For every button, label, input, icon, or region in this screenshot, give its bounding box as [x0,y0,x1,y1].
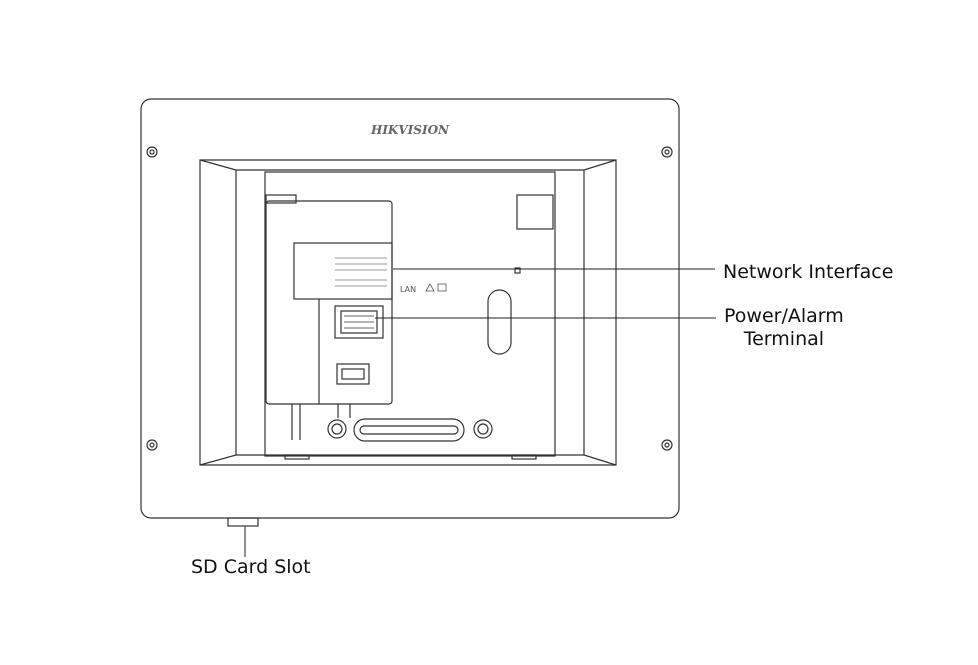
brand-logo: HIKVISION [370,123,450,137]
connector-module [265,194,393,440]
power-alarm-label-line2: Terminal [743,328,825,350]
sd-card-slot-label: SD Card Slot [191,556,311,578]
bottom-slot [353,418,465,442]
network-interface-label: Network Interface [723,261,894,283]
mounting-screws [146,146,673,451]
top-right-block [516,194,554,230]
power-alarm-terminal-label: Power/Alarm Terminal [724,305,844,351]
outer-panel [140,98,680,519]
oval-slot [487,289,512,355]
power-alarm-label-line1: Power/Alarm [724,305,844,327]
lan-port-text: LAN [400,285,416,294]
sd-card-slot [227,517,259,527]
